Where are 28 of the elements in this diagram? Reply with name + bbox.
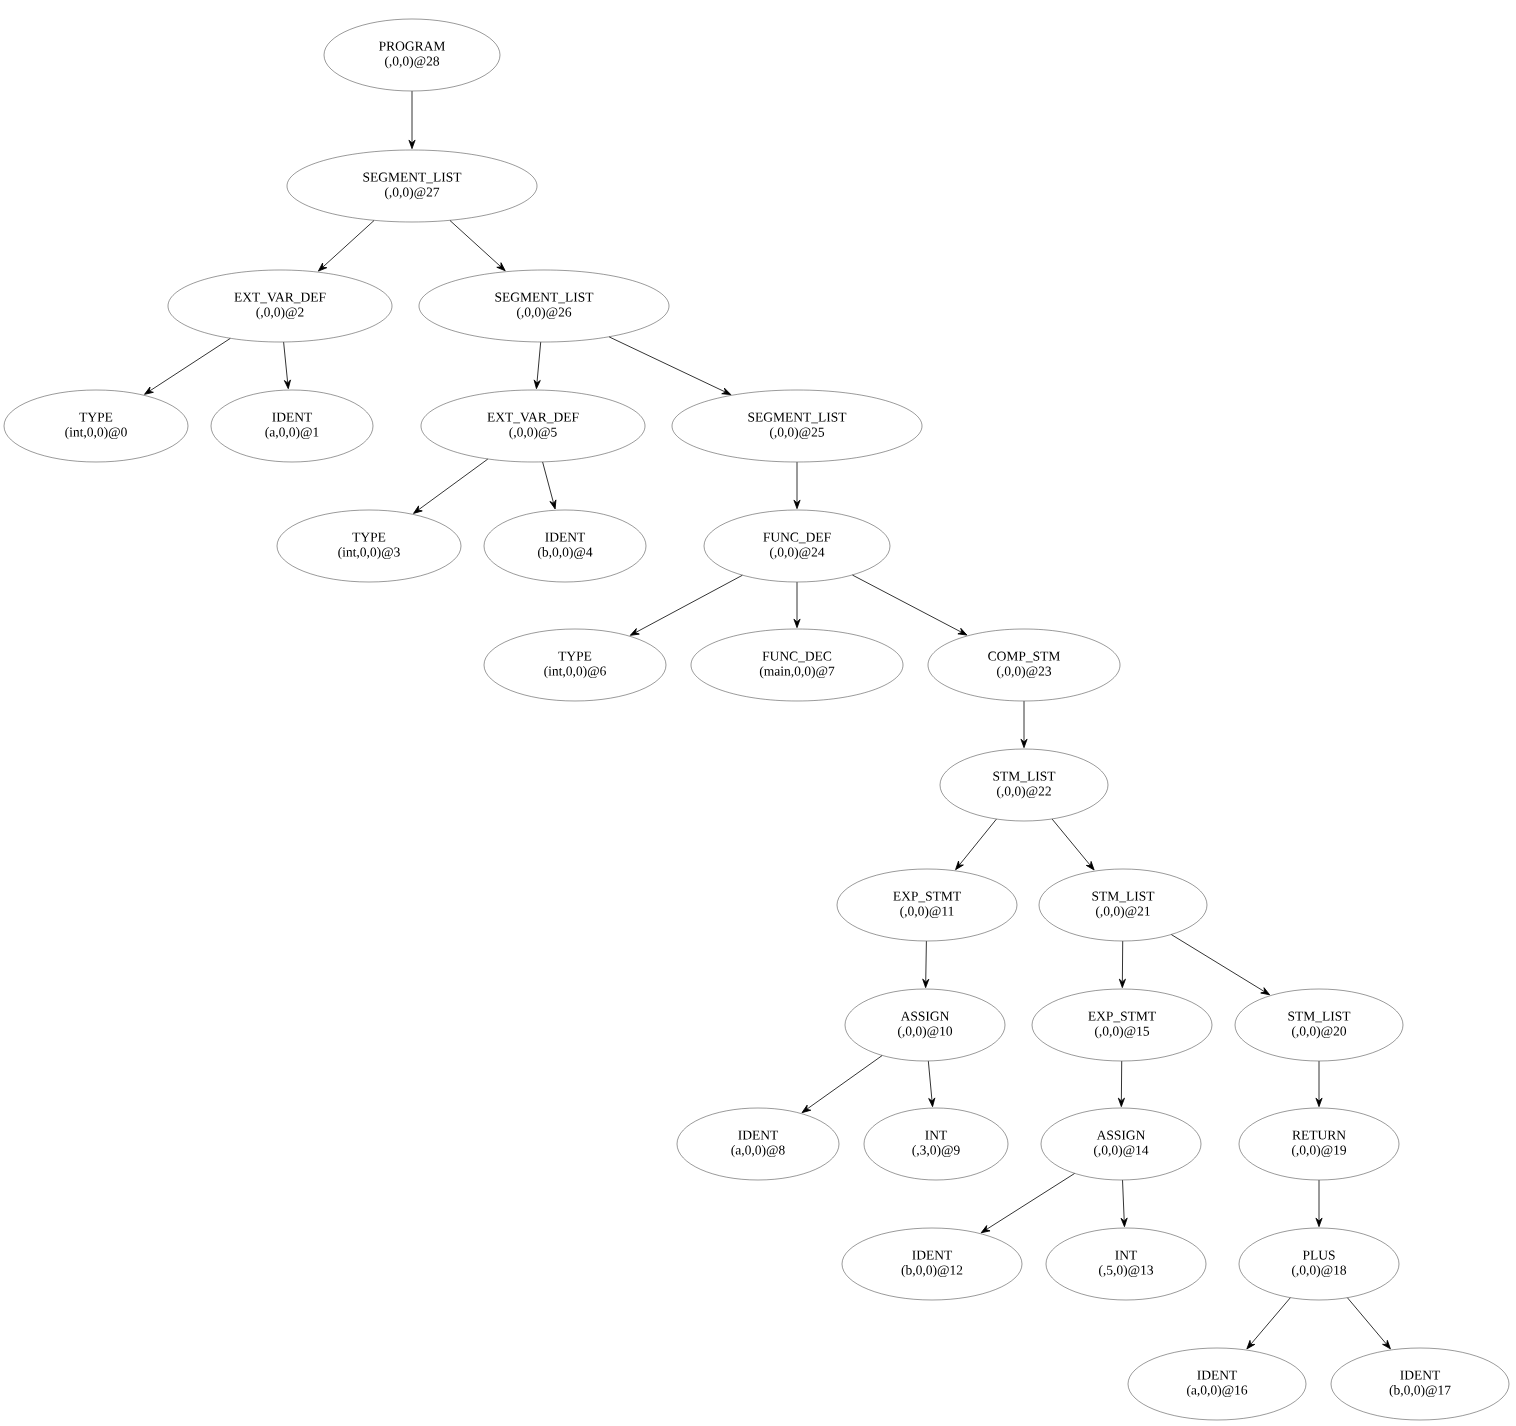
arrow xyxy=(144,338,231,395)
arrow xyxy=(980,1173,1075,1234)
arrow xyxy=(1020,700,1028,749)
arrow xyxy=(1051,818,1095,871)
arrow xyxy=(793,581,801,629)
arrow xyxy=(927,1060,936,1108)
arrow xyxy=(283,341,291,390)
arrow xyxy=(922,940,930,989)
arrow xyxy=(533,341,542,390)
arrow xyxy=(608,336,732,395)
arrow xyxy=(408,90,416,150)
arrow xyxy=(1246,1297,1291,1350)
arrow xyxy=(449,220,506,272)
arrow xyxy=(801,1055,883,1114)
arrow xyxy=(852,574,968,636)
arrow xyxy=(793,461,801,510)
arrow xyxy=(1315,1179,1323,1228)
arrow xyxy=(413,458,489,514)
arrow xyxy=(955,818,997,871)
arrow xyxy=(1120,1179,1128,1228)
arrow xyxy=(1315,1060,1323,1108)
arrow xyxy=(1347,1297,1391,1350)
arrow xyxy=(1171,934,1270,996)
arrow xyxy=(1118,940,1126,989)
arrow xyxy=(1117,1060,1125,1108)
arrow xyxy=(318,220,375,272)
arrow xyxy=(542,461,557,510)
arrow xyxy=(629,574,743,636)
